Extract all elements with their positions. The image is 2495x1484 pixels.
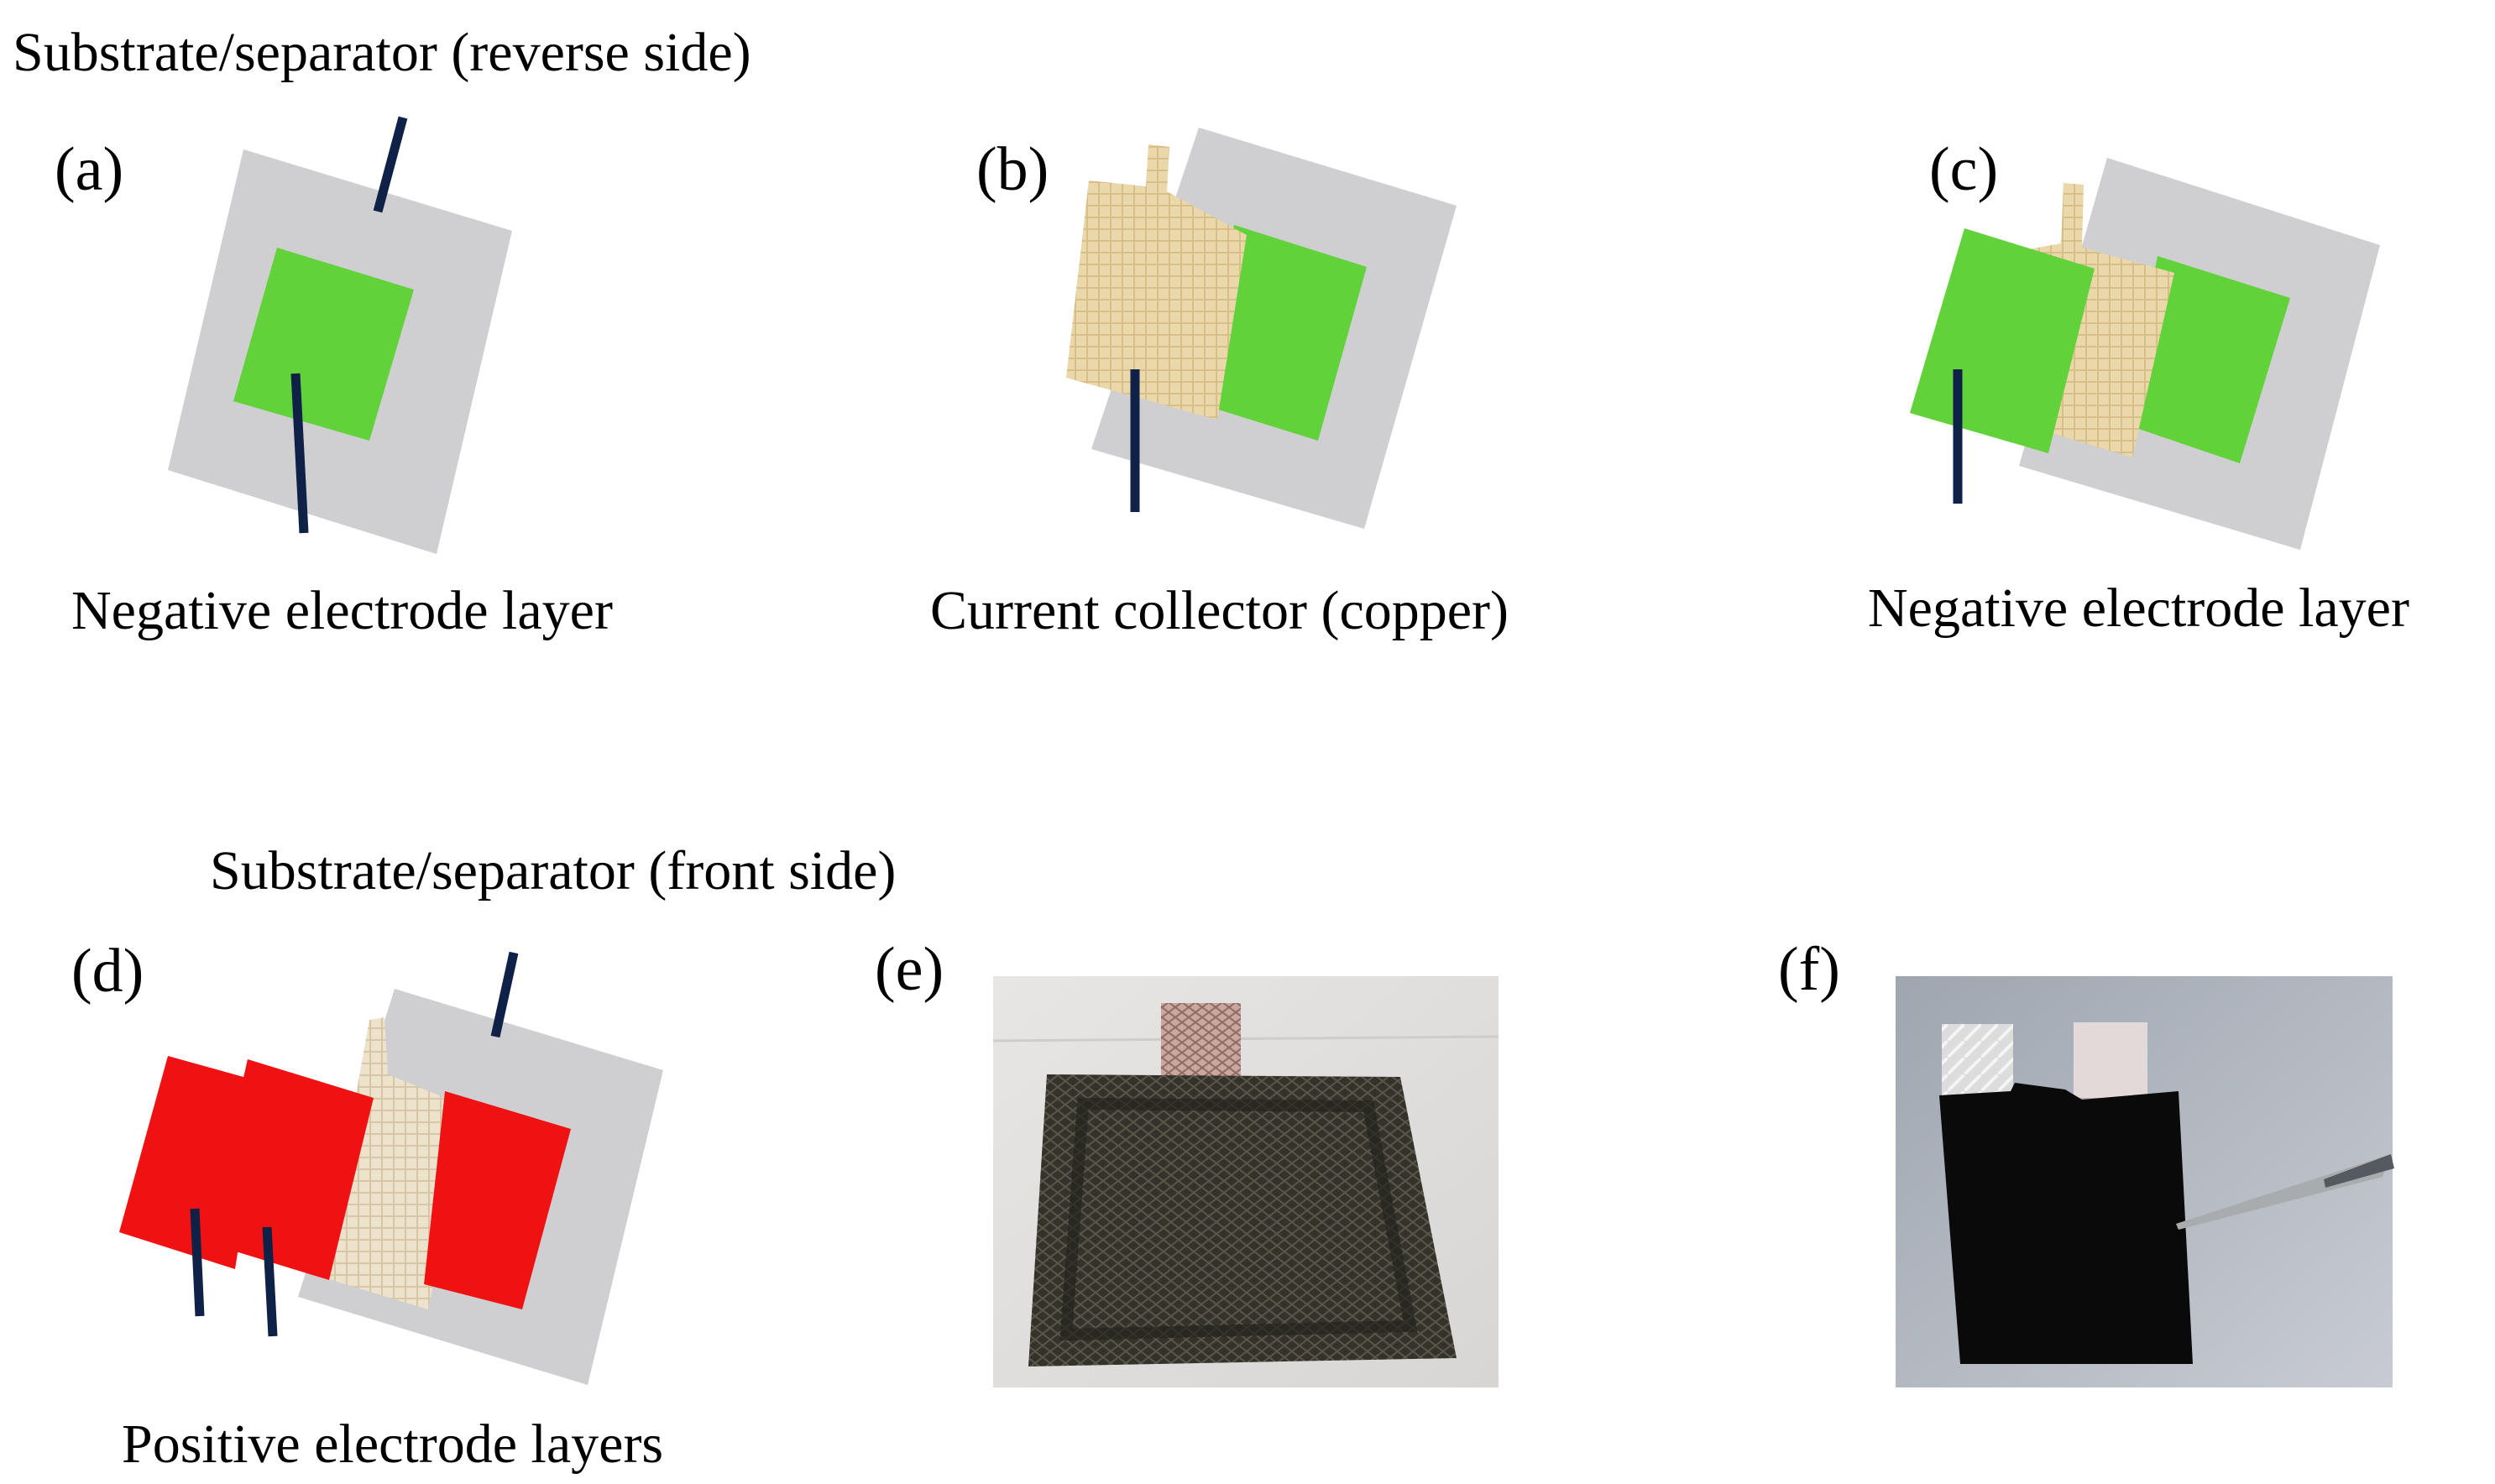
tweezers xyxy=(2176,1154,2391,1230)
caption-b: Current collector (copper) xyxy=(930,580,1509,641)
caption-a: Negative electrode layer xyxy=(71,580,613,641)
caption-c: Negative electrode layer xyxy=(1868,577,2409,639)
panel-c-drawing xyxy=(1910,158,2380,550)
coated-electrode-sheet xyxy=(1028,1074,1457,1366)
panel-label-a: (a) xyxy=(55,135,124,204)
panel-b-drawing xyxy=(1066,128,1457,529)
panel-d-drawing xyxy=(119,951,663,1385)
panel-label-d: (d) xyxy=(71,937,144,1006)
tab-wire xyxy=(190,1208,205,1317)
tab-wire xyxy=(490,951,519,1038)
tab-wire xyxy=(373,116,408,213)
negative-electrode-layer xyxy=(1202,225,1367,441)
panel-label-b: (b) xyxy=(976,135,1049,204)
copper-mesh-tab xyxy=(2074,1022,2147,1098)
panel-a-drawing xyxy=(168,116,512,554)
positive-electrode-layer xyxy=(424,1091,571,1309)
top-title: Substrate/separator (reverse side) xyxy=(13,22,751,83)
black-electrode-sheet xyxy=(1939,1083,2193,1364)
tab-wire xyxy=(290,373,309,534)
panel-e-photo xyxy=(992,976,1499,1387)
panel-label-f: (f) xyxy=(1778,935,1840,1004)
panel-label-c: (c) xyxy=(1929,135,1999,204)
panel-label-e: (e) xyxy=(875,935,944,1004)
negative-electrode-layer xyxy=(233,248,414,441)
tab-wire xyxy=(262,1226,278,1337)
positive-electrode-layer xyxy=(119,1056,264,1269)
caption-d: Positive electrode layers xyxy=(122,1413,664,1475)
copper-current-collector xyxy=(1066,144,1247,420)
copper-mesh-tab xyxy=(1161,1003,1241,1079)
aluminium-foil-tab xyxy=(1942,1024,2013,1104)
panel-d-title: Substrate/separator (front side) xyxy=(210,840,897,901)
panel-f-photo xyxy=(1896,976,2394,1387)
